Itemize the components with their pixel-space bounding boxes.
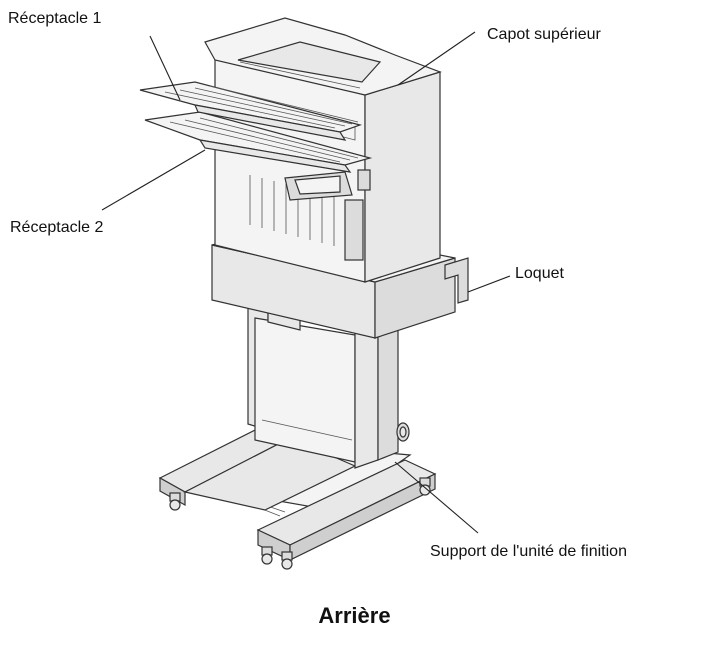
caster-wheel — [169, 492, 181, 511]
stand-leader — [394, 461, 479, 534]
stand-column — [247, 271, 410, 469]
caster-wheel — [261, 546, 273, 565]
bin-1-leader — [149, 35, 181, 101]
bin-2-tray — [144, 111, 373, 201]
view-caption: Arrière — [318, 603, 391, 628]
caster-wheel — [281, 551, 293, 570]
bin-1-tray — [139, 81, 363, 141]
latch-leader — [467, 275, 511, 293]
top-cover-label: Capot supérieur — [487, 26, 601, 43]
adjust-knob — [396, 422, 410, 442]
bin-2-label: Réceptacle 2 — [10, 219, 104, 236]
bin-2-leader — [101, 149, 206, 211]
top-cover-leader — [397, 31, 476, 86]
bin-1-label: Réceptacle 1 — [8, 10, 102, 27]
latch-label: Loquet — [515, 265, 564, 282]
finisher-housing — [204, 17, 456, 339]
stand-label: Support de l'unité de finition — [430, 543, 627, 560]
latch — [444, 257, 469, 304]
caster-wheel — [419, 477, 431, 496]
